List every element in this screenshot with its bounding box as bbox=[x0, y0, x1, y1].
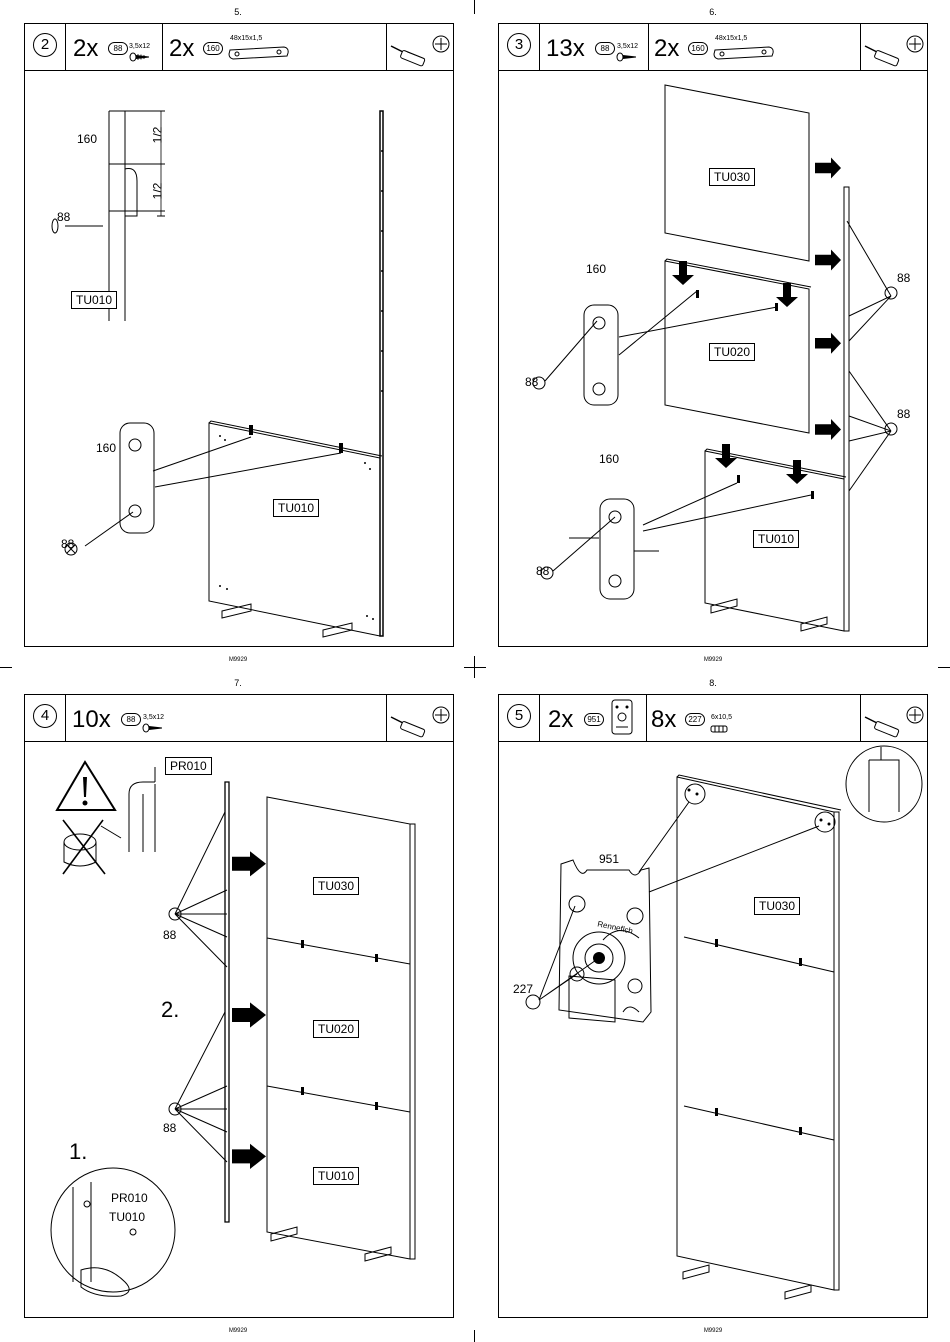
step-number: 3 bbox=[507, 33, 531, 57]
panel-label: TU020 bbox=[313, 1020, 359, 1038]
part-label: PR010 bbox=[165, 757, 212, 775]
screwdriver-icon bbox=[861, 24, 927, 70]
step-header: 3 13x 88 3,5x12 2x 160 48x15x1,5 bbox=[499, 24, 927, 71]
screwdriver-icon bbox=[387, 695, 453, 741]
part-dim: 3,5x12 bbox=[617, 43, 638, 50]
part-dim: 48x15x1,5 bbox=[230, 35, 262, 42]
crop-mark bbox=[474, 0, 475, 14]
panel-label: TU010 bbox=[753, 530, 799, 548]
step-panel-4: 4 10x 88 3,5x12 bbox=[24, 694, 454, 1318]
step-header: 4 10x 88 3,5x12 bbox=[25, 695, 453, 742]
step-panel-3: 3 13x 88 3,5x12 2x 160 48x15x1,5 bbox=[498, 23, 928, 647]
part-qty: 2x bbox=[169, 36, 194, 62]
screw-icon bbox=[129, 52, 151, 62]
part-label: 160 bbox=[96, 441, 116, 455]
screw-icon bbox=[616, 52, 638, 62]
doc-code: M9929 bbox=[693, 1328, 733, 1334]
step-header: 2 2x 88 3,5x12 2x 160 48x15x1,5 bbox=[25, 24, 453, 71]
crop-mark bbox=[464, 667, 486, 668]
part-label: 88 bbox=[536, 564, 549, 578]
screwdriver-icon bbox=[861, 695, 927, 741]
sub-step-number: 2. bbox=[161, 998, 179, 1022]
step-number: 5 bbox=[507, 704, 531, 728]
crop-mark bbox=[0, 667, 12, 668]
part-label: 951 bbox=[599, 852, 619, 866]
screwdriver-icon bbox=[387, 24, 453, 70]
panel-label: TU010 bbox=[273, 499, 319, 517]
tool-box bbox=[860, 695, 927, 741]
part-id: 88 bbox=[595, 42, 615, 55]
part-dim: 3,5x12 bbox=[143, 714, 164, 721]
page-number: 7. bbox=[218, 678, 258, 688]
doc-code: M9929 bbox=[693, 657, 733, 663]
page-number: 8. bbox=[693, 678, 733, 688]
part-id: 88 bbox=[108, 42, 128, 55]
page-number: 6. bbox=[693, 7, 733, 17]
wall-mount-icon bbox=[609, 697, 635, 737]
panel-label: TU010 bbox=[313, 1167, 359, 1185]
part-id: 160 bbox=[688, 42, 708, 55]
assembly-drawing bbox=[25, 742, 453, 1317]
part-label: 1/2 bbox=[150, 127, 164, 144]
part-label: 88 bbox=[163, 1121, 176, 1135]
tool-box bbox=[860, 24, 927, 70]
part-qty: 2x bbox=[548, 707, 573, 733]
step-panel-2: 2 2x 88 3,5x12 2x 160 48x15x1,5 bbox=[24, 23, 454, 647]
part-qty: 10x bbox=[72, 707, 111, 733]
step-number: 4 bbox=[33, 704, 57, 728]
part-qty: 13x bbox=[546, 36, 585, 62]
part-dim: 3,5x12 bbox=[129, 43, 150, 50]
step-header: 5 2x 951 8x 227 6x10,5 bbox=[499, 695, 927, 742]
tool-box bbox=[386, 24, 453, 70]
panel-label: TU030 bbox=[313, 877, 359, 895]
assembly-drawing bbox=[25, 71, 453, 646]
connector-plate-icon bbox=[227, 46, 291, 60]
crop-mark bbox=[474, 656, 475, 678]
step-panel-5: 5 2x 951 8x 227 6x10,5 bbox=[498, 694, 928, 1318]
part-label: 1/2 bbox=[150, 183, 164, 200]
part-label: 88 bbox=[897, 271, 910, 285]
part-qty: 2x bbox=[654, 36, 679, 62]
part-label: TU010 bbox=[109, 1210, 145, 1224]
step-number: 2 bbox=[33, 33, 57, 57]
part-qty: 2x bbox=[73, 36, 98, 62]
screw-icon bbox=[142, 723, 164, 733]
part-label: 88 bbox=[61, 537, 74, 551]
part-label: 160 bbox=[599, 452, 619, 466]
page-number: 5. bbox=[218, 7, 258, 17]
crop-mark bbox=[474, 1330, 475, 1342]
part-label: 88 bbox=[57, 210, 70, 224]
part-label: 160 bbox=[586, 262, 606, 276]
panel-label: TU030 bbox=[709, 168, 755, 186]
part-label: 88 bbox=[897, 407, 910, 421]
panel-label: TU020 bbox=[709, 343, 755, 361]
doc-code: M9929 bbox=[218, 657, 258, 663]
part-label: 160 bbox=[77, 132, 97, 146]
part-dim: 48x15x1,5 bbox=[715, 35, 747, 42]
part-id: 88 bbox=[121, 713, 141, 726]
crop-mark bbox=[938, 667, 950, 668]
part-label: 88 bbox=[525, 375, 538, 389]
tool-box bbox=[386, 695, 453, 741]
doc-code: M9929 bbox=[218, 1328, 258, 1334]
part-label: 227 bbox=[513, 982, 533, 996]
part-dim: 6x10,5 bbox=[711, 714, 732, 721]
dowel-icon bbox=[709, 724, 729, 734]
assembly-drawing bbox=[499, 742, 927, 1317]
part-label: 88 bbox=[163, 928, 176, 942]
part-label: PR010 bbox=[111, 1191, 148, 1205]
part-id: 227 bbox=[685, 713, 705, 726]
part-qty: 8x bbox=[651, 707, 676, 733]
connector-plate-icon bbox=[712, 46, 776, 60]
sub-step-number: 1. bbox=[69, 1140, 87, 1164]
part-id: 951 bbox=[584, 713, 604, 726]
panel-label: TU010 bbox=[71, 291, 117, 309]
panel-label: TU030 bbox=[754, 897, 800, 915]
part-id: 160 bbox=[203, 42, 223, 55]
